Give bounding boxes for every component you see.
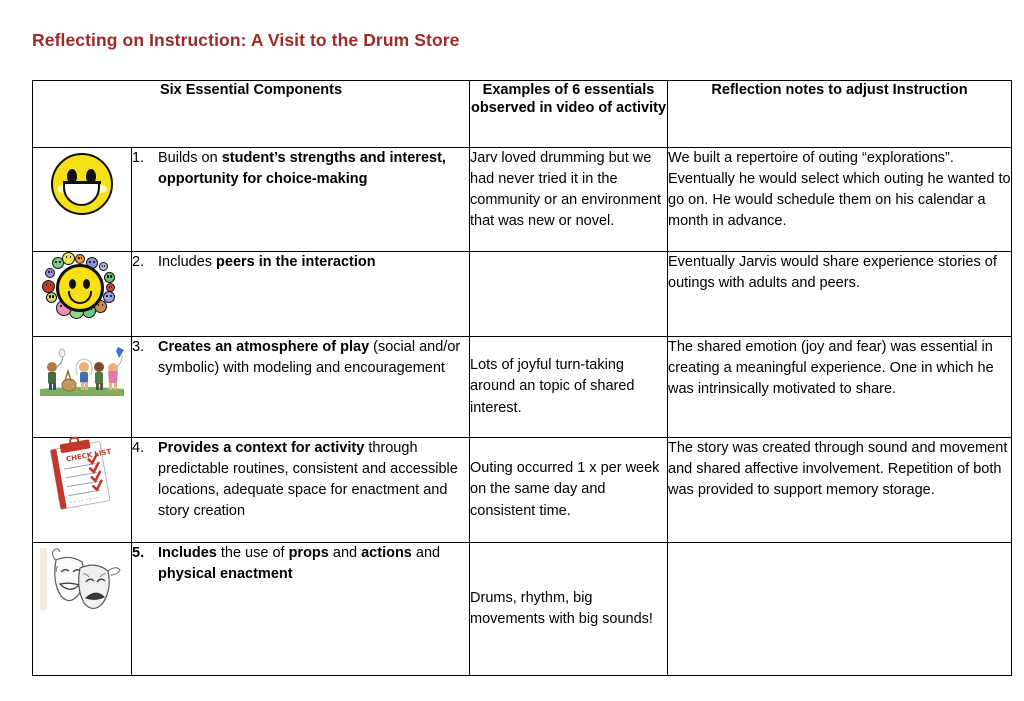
table-row: 1. Builds on student’s strengths and int… (32, 147, 1013, 252)
row-4-number: 4. (132, 440, 145, 456)
row-4-reflection-cell: The story was created through sound and … (667, 437, 1013, 543)
row-5-plain-run: the use of (216, 545, 289, 561)
row-5-plain-run: and (328, 545, 362, 561)
row-4-component-text: Provides a context for activity through … (158, 438, 469, 522)
row-1-plain-1: Builds on (158, 150, 222, 166)
table-row: 5. Includes the use of props and actions… (32, 542, 1013, 676)
children-playing-illustration (40, 347, 124, 396)
row-4-bold-1: Provides a context for activity (158, 440, 365, 456)
row-2-number: 2. (132, 254, 145, 270)
row-4-plain-2: through predictable routines, consistent… (158, 440, 458, 520)
row-2-component-text: Includes peers in the interaction (158, 252, 469, 273)
children-playing-icon (38, 337, 126, 409)
table-row: CHECK LIST (32, 436, 1013, 543)
row-3-component-cell: 3. Creates an atmosphere of play (social… (130, 336, 471, 438)
row-2-bold-1: peers in the interaction (216, 254, 376, 270)
row-5-number: 5. (132, 545, 145, 561)
row-5-plain-run: and (411, 545, 441, 561)
row-2-icon-cell (32, 251, 132, 337)
row-4-examples-cell: Outing occurred 1 x per week on the same… (469, 437, 669, 543)
row-1-component-text: Builds on student’s strengths and intere… (158, 148, 469, 190)
row-2-reflection-cell: Eventually Jarvis would share experience… (667, 251, 1013, 337)
row-5-component-text: Includes the use of props and actions an… (158, 543, 469, 585)
row-5-reflection-cell (667, 542, 1013, 676)
table-row: 2. Includes peers in the interaction Eve… (32, 251, 1013, 337)
six-essentials-table: Six Essential Components Examples of 6 e… (31, 80, 1013, 676)
row-3-examples-cell: Lots of joyful turn-taking around an top… (469, 336, 669, 438)
row-5-bold-run: Includes (158, 545, 217, 561)
theatre-masks-illustration (40, 548, 121, 610)
page-title: Reflecting on Instruction: A Visit to th… (32, 30, 460, 50)
smiley-face-group-icon (38, 252, 126, 324)
header-examples-observed: Examples of 6 essentials observed in vid… (469, 80, 669, 148)
row-1-bold-1: student’s strengths and interest, opport… (158, 150, 446, 188)
table-row: 3. Creates an atmosphere of play (social… (32, 336, 1013, 438)
row-5-bold-run: props (288, 545, 329, 561)
row-3-icon-cell (32, 336, 132, 438)
row-4-component-cell: 4. Provides a context for activity throu… (130, 437, 471, 543)
row-2-examples-cell (469, 251, 669, 337)
row-3-number: 3. (132, 339, 145, 355)
row-1-reflection-cell: We built a repertoire of outing “explora… (667, 147, 1013, 252)
row-2-plain-1: Includes (158, 254, 217, 270)
row-1-examples-cell: Jarv loved drumming but we had never tri… (469, 147, 669, 252)
row-1-component-cell: 1. Builds on student’s strengths and int… (130, 147, 471, 252)
row-5-bold-run: actions (361, 545, 412, 561)
row-4-icon-cell: CHECK LIST (32, 436, 132, 543)
row-3-plain-2: (social and/or symbolic) with modeling a… (158, 339, 461, 377)
row-3-reflection-cell: The shared emotion (joy and fear) was es… (667, 336, 1013, 438)
row-3-component-text: Creates an atmosphere of play (social an… (158, 337, 469, 379)
row-5-icon-cell (32, 542, 132, 676)
header-reflection-notes: Reflection notes to adjust Instruction (667, 80, 1013, 148)
table-header-row: Six Essential Components Examples of 6 e… (31, 80, 1013, 148)
header-six-essential-components: Six Essential Components (31, 80, 471, 148)
smiley-face-icon (38, 148, 126, 220)
checklist-clipboard-icon: CHECK LIST (38, 436, 126, 510)
row-3-bold-1: Creates an atmosphere of play (158, 339, 370, 355)
row-1-icon-cell (32, 147, 132, 252)
row-5-component-cell: 5. Includes the use of props and actions… (130, 542, 471, 676)
row-2-component-cell: 2. Includes peers in the interaction (130, 251, 471, 337)
row-5-examples-cell: Drums, rhythm, big movements with big so… (469, 542, 669, 676)
row-5-bold-run: physical enactment (158, 566, 293, 583)
row-1-number: 1. (132, 150, 145, 166)
theatre-masks-icon (38, 543, 126, 615)
checklist-clipboard-illustration: CHECK LIST (50, 436, 112, 510)
